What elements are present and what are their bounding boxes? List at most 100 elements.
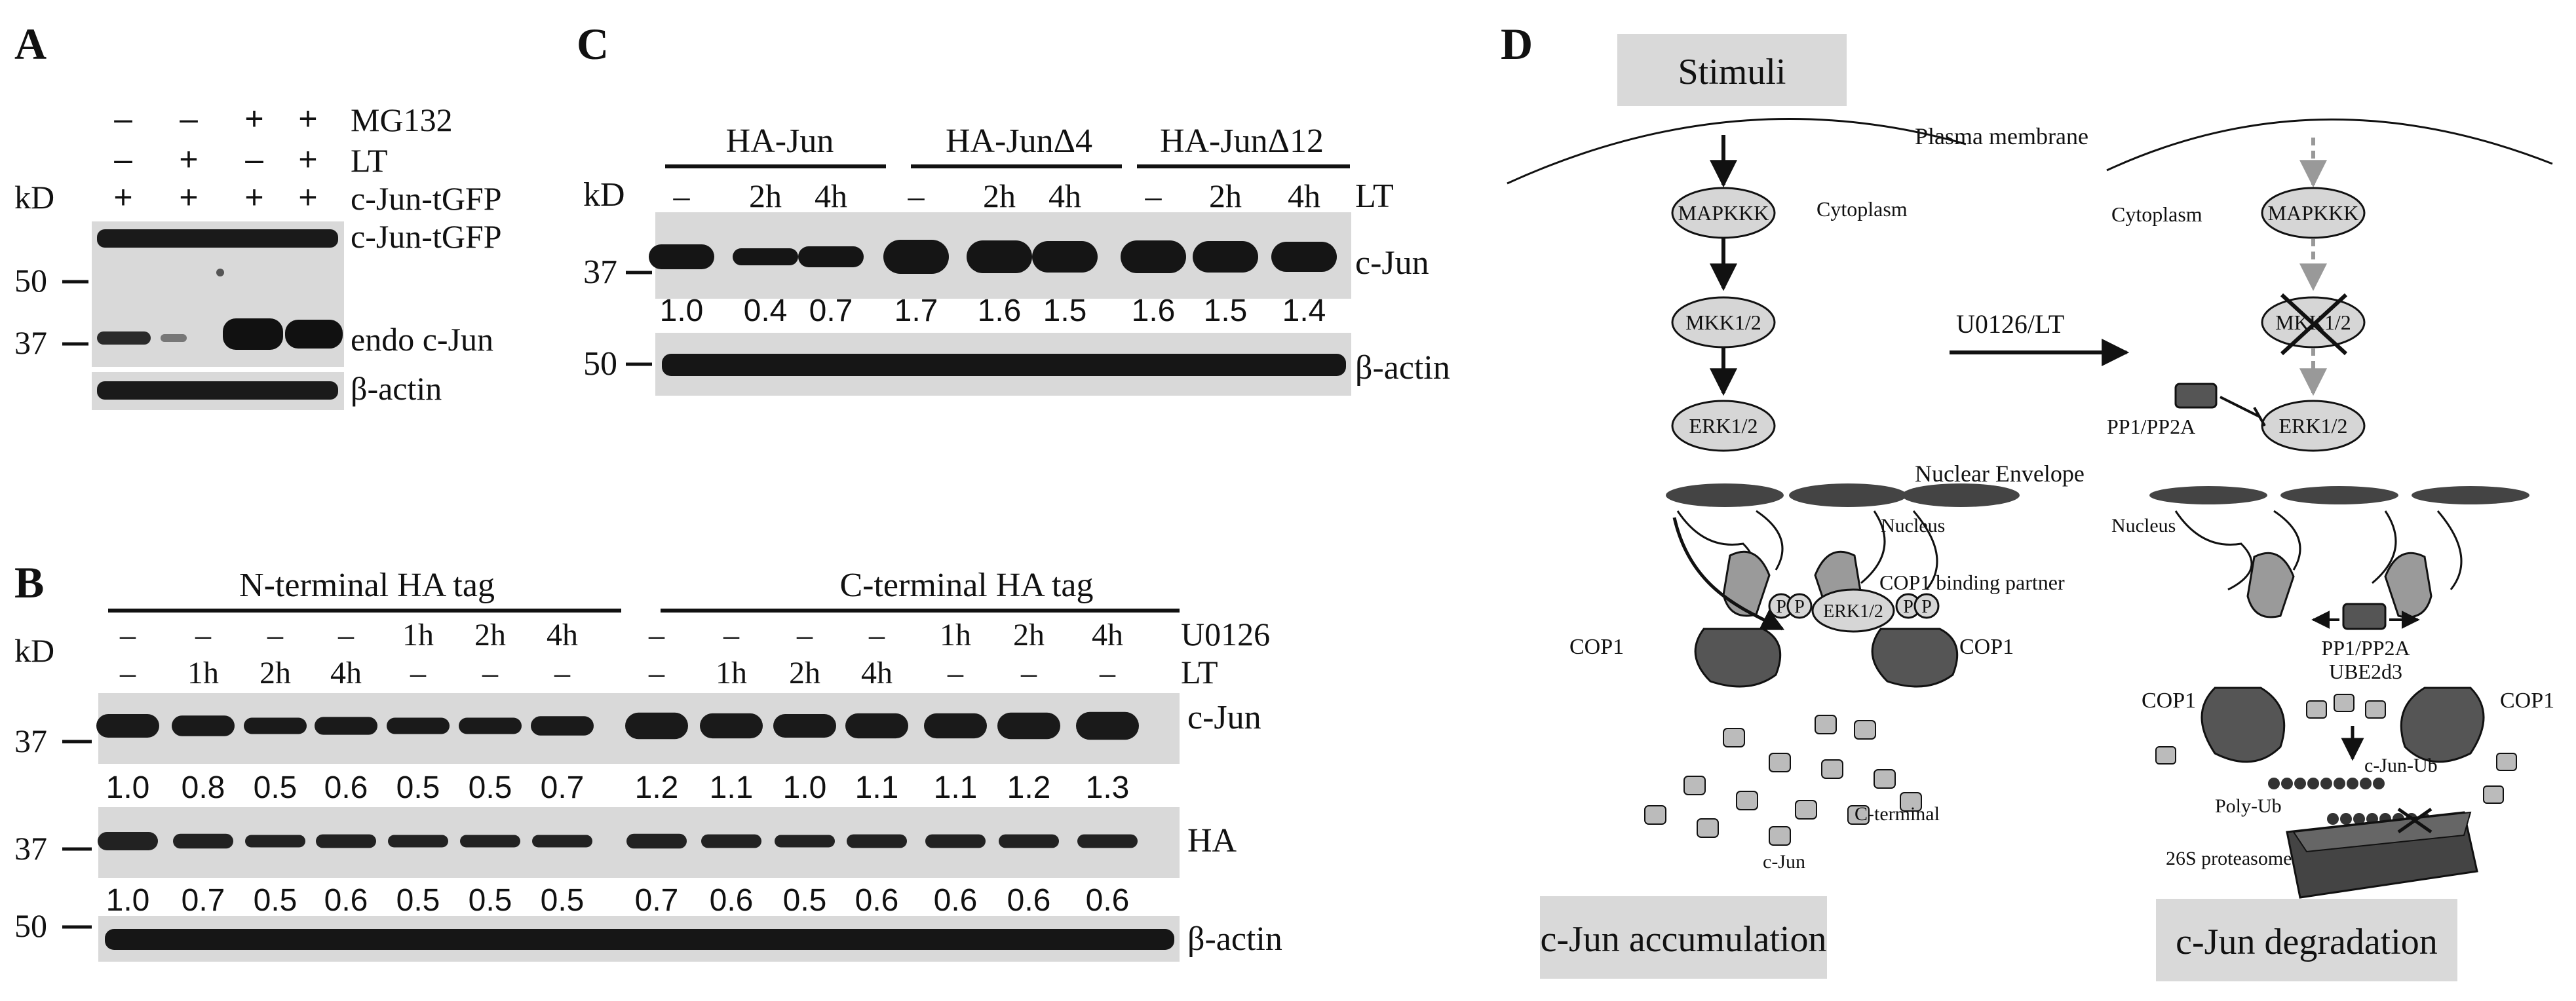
b-ha-value: 0.5 — [254, 883, 298, 918]
nuclear-pore-right — [2149, 486, 2267, 504]
b-blot-actin — [98, 916, 1180, 962]
erk-label-right: ERK1/2 — [2279, 414, 2348, 438]
cytoplasm-label-right: Cytoplasm — [2111, 202, 2202, 226]
a-mg132-sign: – — [114, 100, 132, 137]
b-ha-value: 0.6 — [324, 883, 368, 918]
b-ha-band — [925, 834, 986, 848]
panel-a: A – – + + MG132 – + – + LT kD + + + + c-… — [14, 19, 502, 410]
a-tgfp-sign: + — [244, 179, 263, 216]
erk-oval-left — [1671, 400, 1776, 452]
cjun-molecules — [1644, 715, 1922, 846]
a-tgfp-sign: + — [179, 179, 198, 216]
a-band-tgfp: c-Jun-tGFP — [351, 218, 502, 255]
cytoplasm-label-left: Cytoplasm — [1817, 197, 1908, 221]
b-u0126-lane: – — [119, 618, 136, 652]
a-kd-label: kD — [14, 179, 54, 216]
b-blot-ha — [98, 807, 1180, 878]
c-cjun-band — [798, 246, 864, 267]
b-ha-value: 0.7 — [635, 883, 679, 918]
c-lane: – — [908, 178, 925, 214]
b-u0126-lane: – — [337, 618, 355, 652]
panel-a-treatment-row: – – + + MG132 – + – + LT kD + + + + c-Ju… — [14, 100, 502, 217]
a-lt-sign: + — [179, 141, 198, 178]
c-cjun-value: 1.5 — [1043, 293, 1087, 328]
b-ha-value: 0.5 — [396, 883, 440, 918]
c-lane: 2h — [1209, 178, 1242, 214]
degradation-label: c-Jun degradation — [2176, 922, 2438, 962]
c-cjun-band — [1121, 240, 1186, 273]
c-cjun-value: 1.0 — [660, 293, 704, 328]
c-lane: 2h — [749, 178, 782, 214]
b-lt-lane: – — [1099, 656, 1116, 690]
b-u0126-lane: 4h — [547, 618, 578, 652]
b-ha-value: 0.6 — [855, 883, 899, 918]
nuclear-pore-right — [2280, 486, 2398, 504]
b-ha-value: 0.6 — [934, 883, 978, 918]
erk-label-nucleus: ERK1/2 — [1823, 601, 1883, 622]
erk-oval-right — [2261, 400, 2366, 452]
b-lt-lane: – — [554, 656, 571, 690]
b-lt-lane: 4h — [861, 656, 893, 690]
a-lt-label: LT — [351, 142, 388, 179]
a-band-endo: endo c-Jun — [351, 321, 493, 358]
c-blot-actin — [655, 333, 1351, 396]
b-group-c: C-terminal HA tag — [839, 567, 1093, 604]
b-blot-cjun — [96, 693, 1180, 764]
b-ha-band — [1077, 834, 1138, 848]
b-u0126-lane: – — [868, 618, 885, 652]
poly-ub-label: Poly-Ub — [2215, 795, 2282, 817]
c-lane: – — [673, 178, 691, 214]
c-marker-37: 37 — [583, 254, 617, 291]
cop1-shape-right — [2400, 687, 2485, 763]
c-cjun-band — [733, 248, 798, 265]
b-cjun-value: 1.0 — [106, 770, 150, 805]
cop1-label-left: COP1 — [1569, 635, 1624, 659]
b-cjun-band — [773, 714, 836, 738]
b-cjun-band — [244, 717, 307, 734]
b-ha-band — [701, 834, 761, 848]
a-tgfp-label: c-Jun-tGFP — [351, 180, 502, 217]
b-ha-band — [775, 835, 835, 848]
c-lane: – — [1145, 178, 1163, 214]
panel-b-letter: B — [14, 557, 44, 607]
panel-a-blot-actin — [92, 372, 344, 410]
c-jun-label: c-Jun — [1763, 851, 1805, 873]
b-marker-37: 37 — [14, 723, 47, 759]
b-kd-label: kD — [14, 632, 54, 669]
nuclear-envelope-label: Nuclear Envelope — [1915, 461, 2085, 487]
plasma-membrane-left — [1507, 118, 1967, 185]
c-lane: 2h — [983, 178, 1016, 214]
u0126-lt-label: U0126/LT — [1956, 309, 2064, 339]
c-blot-cjun — [649, 212, 1351, 299]
b-ha-band — [245, 835, 305, 848]
b-ha-value: 0.6 — [1086, 883, 1130, 918]
plasma-membrane-right — [2106, 118, 2553, 172]
b-cjun-band — [1076, 711, 1139, 740]
a-mg132-sign: – — [180, 100, 198, 137]
c-lane: 4h — [1048, 178, 1081, 214]
phospho-label: P — [1903, 597, 1913, 617]
b-cjun-value: 0.5 — [469, 770, 512, 805]
accumulation-box — [1540, 896, 1827, 979]
b-ha-band — [388, 835, 448, 848]
b-u0126-lane: – — [267, 618, 284, 652]
c-cjun-value: 1.4 — [1282, 293, 1326, 328]
cop1-shape-right — [2201, 687, 2286, 763]
b-lt-lane: – — [482, 656, 499, 690]
cop1-label-right: COP1 — [2142, 689, 2196, 713]
c-band-cjun: c-Jun — [1355, 244, 1429, 282]
panel-c-letter: C — [577, 19, 609, 69]
b-lt-lane: – — [648, 656, 665, 690]
phospho-label: P — [1776, 597, 1786, 617]
b-band-ha: HA — [1187, 822, 1237, 859]
b-cjun-band — [315, 717, 377, 735]
panel-d: D Stimuli Plasma membrane MAPKKK Cytopla… — [1501, 19, 2554, 981]
nuclear-pore-left — [1789, 483, 1907, 507]
b-ha-band — [532, 835, 592, 848]
blocked-cross-icon — [2397, 807, 2432, 834]
a-lt-sign: – — [245, 141, 263, 178]
b-ha-band — [999, 834, 1059, 848]
